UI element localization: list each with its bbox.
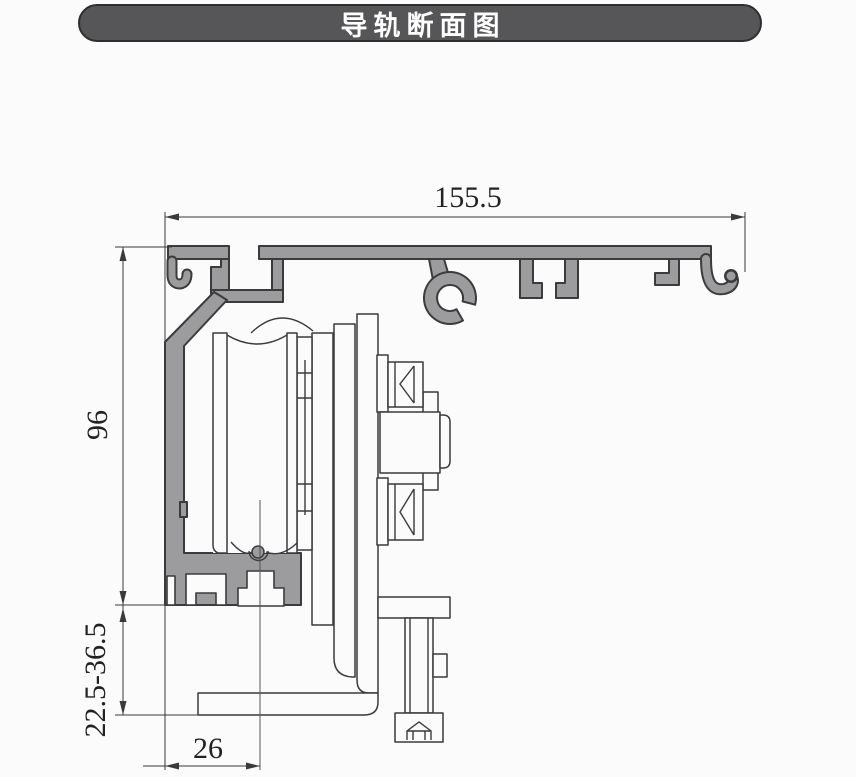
page-title: 导轨断面图 <box>340 10 506 41</box>
t-nut <box>394 712 444 743</box>
wheel-right-flange <box>286 332 298 554</box>
foot-plate <box>197 692 379 716</box>
dim-label-left-height: 96 <box>81 410 114 440</box>
adjust-screw <box>404 617 434 714</box>
flange-slot-left <box>166 575 176 606</box>
right-end-hook <box>700 253 739 296</box>
flange-t-slot <box>237 570 285 607</box>
bottom-bolt-hex-facets <box>394 484 415 540</box>
right-l-tab <box>654 258 680 286</box>
axle-hub <box>379 411 441 474</box>
roller-carriage <box>197 313 451 770</box>
dim-adjust-range: 22.5-36.5 <box>79 605 127 738</box>
dim-bottom-offset: 26 <box>143 732 260 770</box>
bottom-bolt-body <box>387 483 424 541</box>
wheel-rear-flange-top-arc <box>250 317 314 334</box>
top-plate-main <box>258 245 712 260</box>
aluminum-profile <box>164 245 739 607</box>
bracket-plate-2 <box>311 332 334 626</box>
t-channel-left-leg <box>519 258 543 299</box>
dim-top-width: 155.5 <box>165 181 745 221</box>
t-nut-cone <box>406 721 432 740</box>
dim-label-bottom-offset: 26 <box>193 732 223 765</box>
dim-left-height: 96 <box>81 247 127 605</box>
top-bolt-hex-facets <box>394 362 415 407</box>
top-plate-left <box>167 245 230 260</box>
wheel-notch-arc <box>248 550 269 562</box>
left-wall-and-bottom-flange <box>164 291 302 606</box>
dim-label-top-width: 155.5 <box>434 181 502 214</box>
bottom-arm <box>377 596 451 619</box>
wall-nub <box>179 501 188 518</box>
adjust-screw-threads <box>409 618 429 713</box>
wheel-left-flange <box>212 332 228 554</box>
bracket-plate-main <box>356 313 379 694</box>
dimensions: 155.5 96 22.5-36.5 26 <box>79 181 746 770</box>
screw-side-block <box>432 653 448 678</box>
top-bolt-body <box>387 361 424 408</box>
t-channel-right-leg <box>555 258 579 299</box>
bracket-plate-3 <box>333 323 356 678</box>
bottom-bolt-washer <box>376 477 389 546</box>
top-bolt-washer <box>376 354 389 413</box>
c-clip <box>422 258 477 325</box>
axle-hub-cap <box>439 414 451 469</box>
track-ridge-bump <box>251 545 265 559</box>
flange-slot-mid <box>185 573 227 606</box>
left-end-hook <box>166 255 193 290</box>
hub-washer-details <box>297 360 312 515</box>
header-bar: 导轨断面图 <box>78 4 762 42</box>
wheel-groove-top-arc <box>226 334 288 345</box>
wheel <box>212 317 314 562</box>
dim-label-adjust-range: 22.5-36.5 <box>79 623 112 738</box>
